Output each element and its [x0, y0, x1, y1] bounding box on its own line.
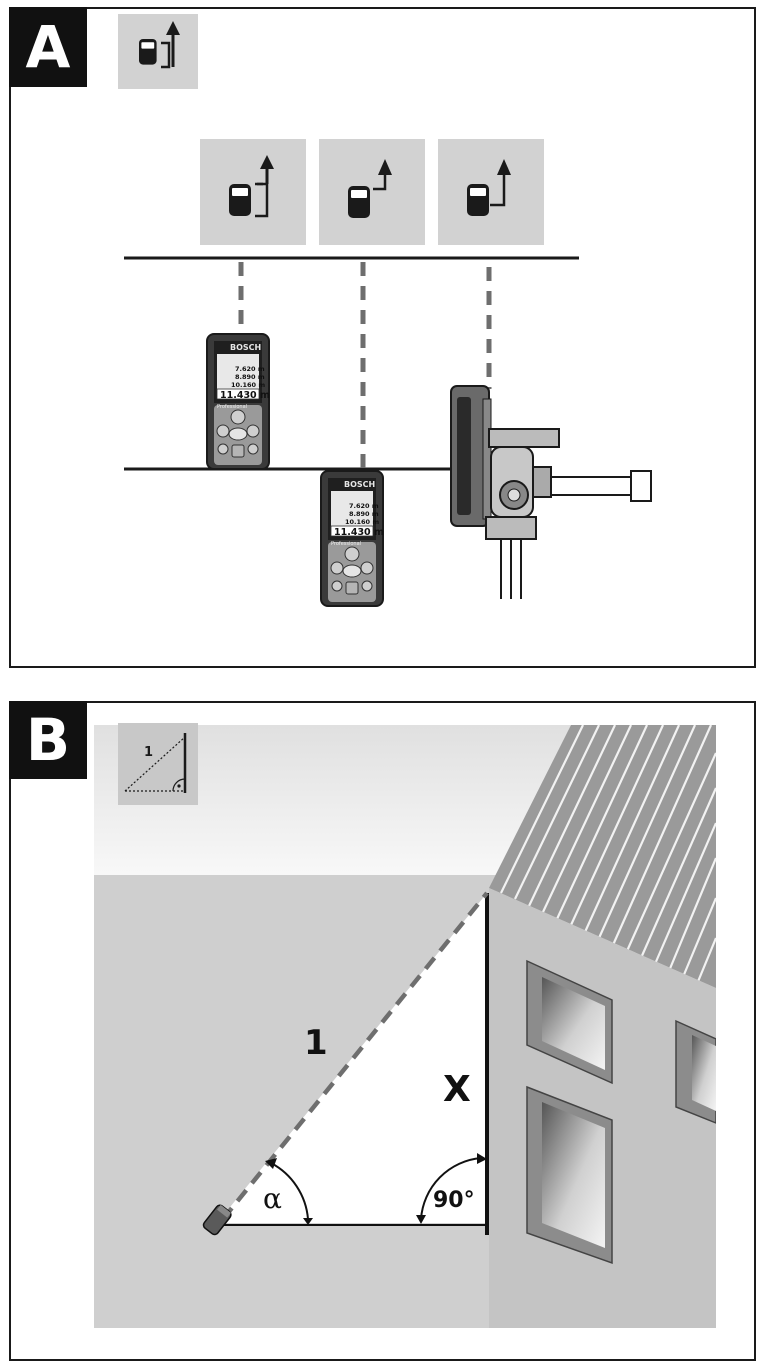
device-2-line-2: 8.890 m: [349, 510, 379, 518]
device-1-model: Professional: [217, 404, 247, 410]
device-1-result: 11.430 m: [220, 390, 270, 401]
alpha-arc: [270, 1162, 309, 1220]
hypotenuse-label: 1: [304, 1023, 328, 1063]
reference-rear-edge-icon: [118, 14, 198, 89]
indirect-height-icon: [118, 723, 198, 805]
right-angle-label: 90°: [433, 1188, 475, 1213]
laser-measure-device-small: [202, 1204, 232, 1236]
device-1-line-1: 7.620 m: [235, 365, 265, 373]
device-2-brand: BOSCH: [344, 480, 375, 489]
panel-a-diagram: BOSCH 7.620 m 8.890 m 10.160 m 11.430 m …: [118, 14, 652, 607]
reference-tile-rear-edge: [200, 139, 306, 245]
device-2-model: Professional: [331, 541, 361, 547]
panel-b-label: B: [9, 701, 87, 779]
device-2-result: 11.430 m: [334, 527, 384, 538]
panel-a-label: A: [9, 7, 87, 87]
window-lower-left: [526, 1085, 613, 1265]
panel-b-diagram: 1 1 X α 90°: [94, 723, 716, 1328]
laser-measure-on-tripod: [450, 385, 652, 599]
reference-tile-front-edge: [319, 139, 425, 245]
alpha-label: α: [263, 1182, 282, 1215]
device-2-line-1: 7.620 m: [349, 502, 379, 510]
height-label: X: [443, 1069, 471, 1110]
window-upper-right: [675, 1019, 716, 1124]
right-angle-arc: [420, 1157, 482, 1220]
device-1-line-3: 10.160 m: [231, 381, 265, 389]
laser-measure-device-1: [206, 333, 270, 470]
panel-a: A: [9, 7, 756, 668]
panel-b: 1 1 X α 90° B: [9, 701, 756, 1361]
icon-number: 1: [144, 745, 153, 760]
window-upper-left: [526, 959, 613, 1085]
laser-hypotenuse: [221, 891, 489, 1221]
reference-tile-tripod-thread: [438, 139, 544, 245]
device-2-line-3: 10.160 m: [345, 518, 379, 526]
laser-measure-device-2: [320, 470, 384, 607]
device-1-line-2: 8.890 m: [235, 373, 265, 381]
device-1-brand: BOSCH: [230, 343, 261, 352]
